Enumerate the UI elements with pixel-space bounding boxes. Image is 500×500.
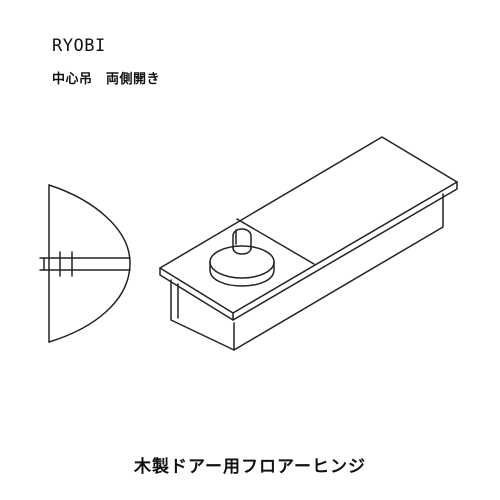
door-swing-diagram-icon [39, 184, 131, 343]
product-subtitle: 中心吊 両側開き [52, 72, 161, 87]
brand-name: RYOBI [52, 36, 106, 56]
product-caption: 木製ドアー用フロアーヒンジ [134, 457, 366, 477]
floor-hinge-box-icon [159, 136, 458, 351]
